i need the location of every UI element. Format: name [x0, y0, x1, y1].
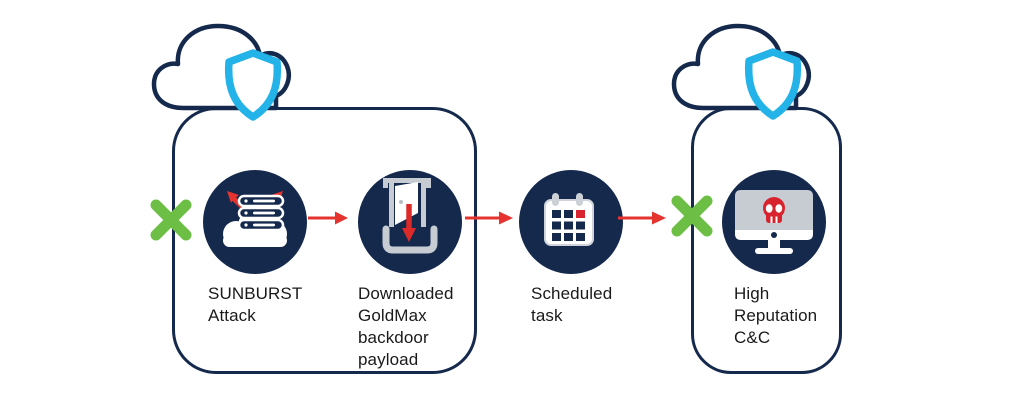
door-knob: [399, 200, 403, 204]
monitor-stand: [768, 240, 780, 248]
flow-arrow-1: [308, 211, 348, 225]
blocked-x-icon: [150, 199, 192, 241]
flow-arrow-3: [618, 211, 666, 225]
download-arrowhead: [402, 228, 416, 242]
stage-label-scheduled-task: Scheduled task: [531, 284, 613, 325]
secure-zone-1-boundary: [172, 107, 477, 374]
shield-icon: [744, 48, 802, 120]
door-frame-shape: [383, 178, 431, 227]
flow-arrow-2: [465, 211, 513, 225]
shield-icon: [224, 49, 282, 121]
cc-infected-monitor-icon: [722, 170, 826, 274]
stage-label-sunburst-attack: SUNBURST Attack: [208, 284, 303, 325]
server-stack-shape: [237, 194, 285, 232]
monitor-button: [771, 232, 777, 238]
stage-label-goldmax-backdoor: Downloaded GoldMax backdoor payload: [358, 284, 454, 369]
calendar-grid: [552, 210, 585, 241]
skull-icon: [763, 197, 785, 223]
open-door-shape: [395, 182, 418, 225]
sunburst-attack-icon: [203, 170, 307, 274]
payload-tray-shape: [382, 225, 438, 254]
backdoor-download-icon: [358, 170, 462, 274]
monitor-base: [755, 248, 793, 254]
stage-label-high-reputation-cc: High Reputation C&C: [734, 284, 818, 347]
scheduled-task-calendar-icon: [519, 170, 623, 274]
blocked-x-icon: [671, 195, 713, 237]
